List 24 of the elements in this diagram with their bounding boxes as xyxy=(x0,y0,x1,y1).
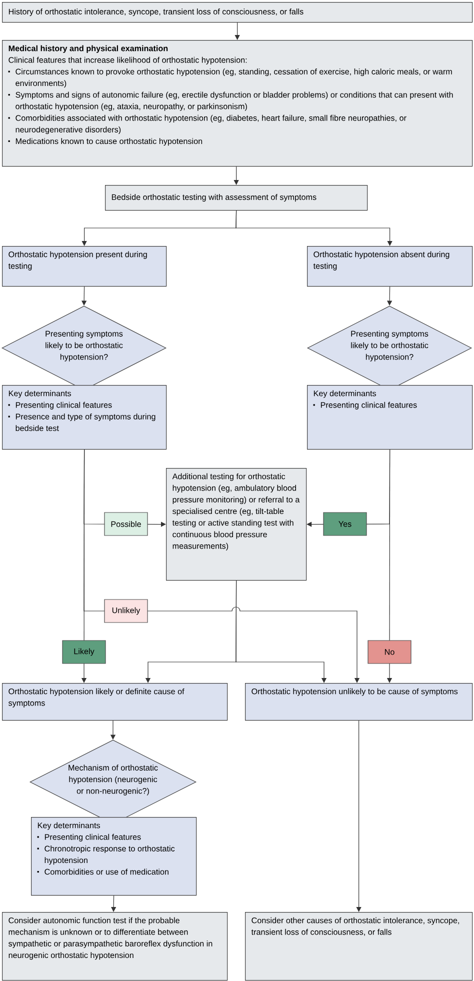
process-box: Orthostatic hypotension unlikely to be cause of symptoms xyxy=(245,683,473,721)
process-box: Additional testing for orthostatic hypotension (eg, ambulatory blood pressure monitoring) or referral to a specialised centre (eg, tilt-table testing or active standing test with continuous blood pressure measurements) xyxy=(166,468,307,581)
process-box: Medical history and physical examination Clinical features that increase likelihood of orthostatic hypotension: Circumstances known to provoke orthostatic hypotension (eg, standing, cessation of exercise, high caloric meals, or warm environments) Symptoms and signs of autonomic failure (eg, erectile dysfunction or bladder problems) or conditions that can present with orthostatic hypotension (eg, ataxia, neuropathy, or parkinsonism) Comorbidities associated with orthostatic hypotension (eg, diabetes, heart failure, small fibre neuropathies, or neurodegenerative disorders) Medications known to cause orthostatic hypotension xyxy=(2,40,473,167)
process-box: Consider other causes of orthostatic intolerance, syncope, transient loss of consciousness, or falls xyxy=(245,912,473,981)
process-box: Orthostatic hypotension likely or definite cause of symptoms xyxy=(2,683,228,721)
process-box: Orthostatic hypotension absent during testing xyxy=(307,246,473,287)
edge-label: Possible xyxy=(104,512,148,536)
process-box: History of orthostatic intolerance, syncope, transient loss of consciousness, or falls xyxy=(2,2,473,23)
arrow xyxy=(111,895,116,912)
edge-label: No xyxy=(368,640,412,664)
process-box: Key determinants Presenting clinical features xyxy=(307,385,473,450)
process-box: Key determinants Presenting clinical features Presence and type of symptoms during bedside test xyxy=(2,385,167,450)
arrow xyxy=(234,22,240,40)
arrow xyxy=(234,166,239,185)
process-box: Bedside orthostatic testing with assessment of symptoms xyxy=(105,185,368,211)
process-box: Orthostatic hypotension present during testing xyxy=(2,246,167,287)
edge-label: Yes xyxy=(323,512,367,536)
arrow xyxy=(236,210,392,246)
process-box: Key determinants Presenting clinical features Chronotropic response to orthostatic hypotension Comorbidities or use of medication xyxy=(31,817,197,896)
process-box: Consider autonomic function test if the probable mechanism is unknown or to differentiate between sympathetic or parasympathetic baroreflex dysfunction in neurogenic orthostatic hypotension xyxy=(2,912,228,981)
edge-label: Unlikely xyxy=(104,599,148,623)
edge-label: Likely xyxy=(62,640,106,664)
arrow xyxy=(236,580,327,683)
arrow xyxy=(356,720,362,912)
